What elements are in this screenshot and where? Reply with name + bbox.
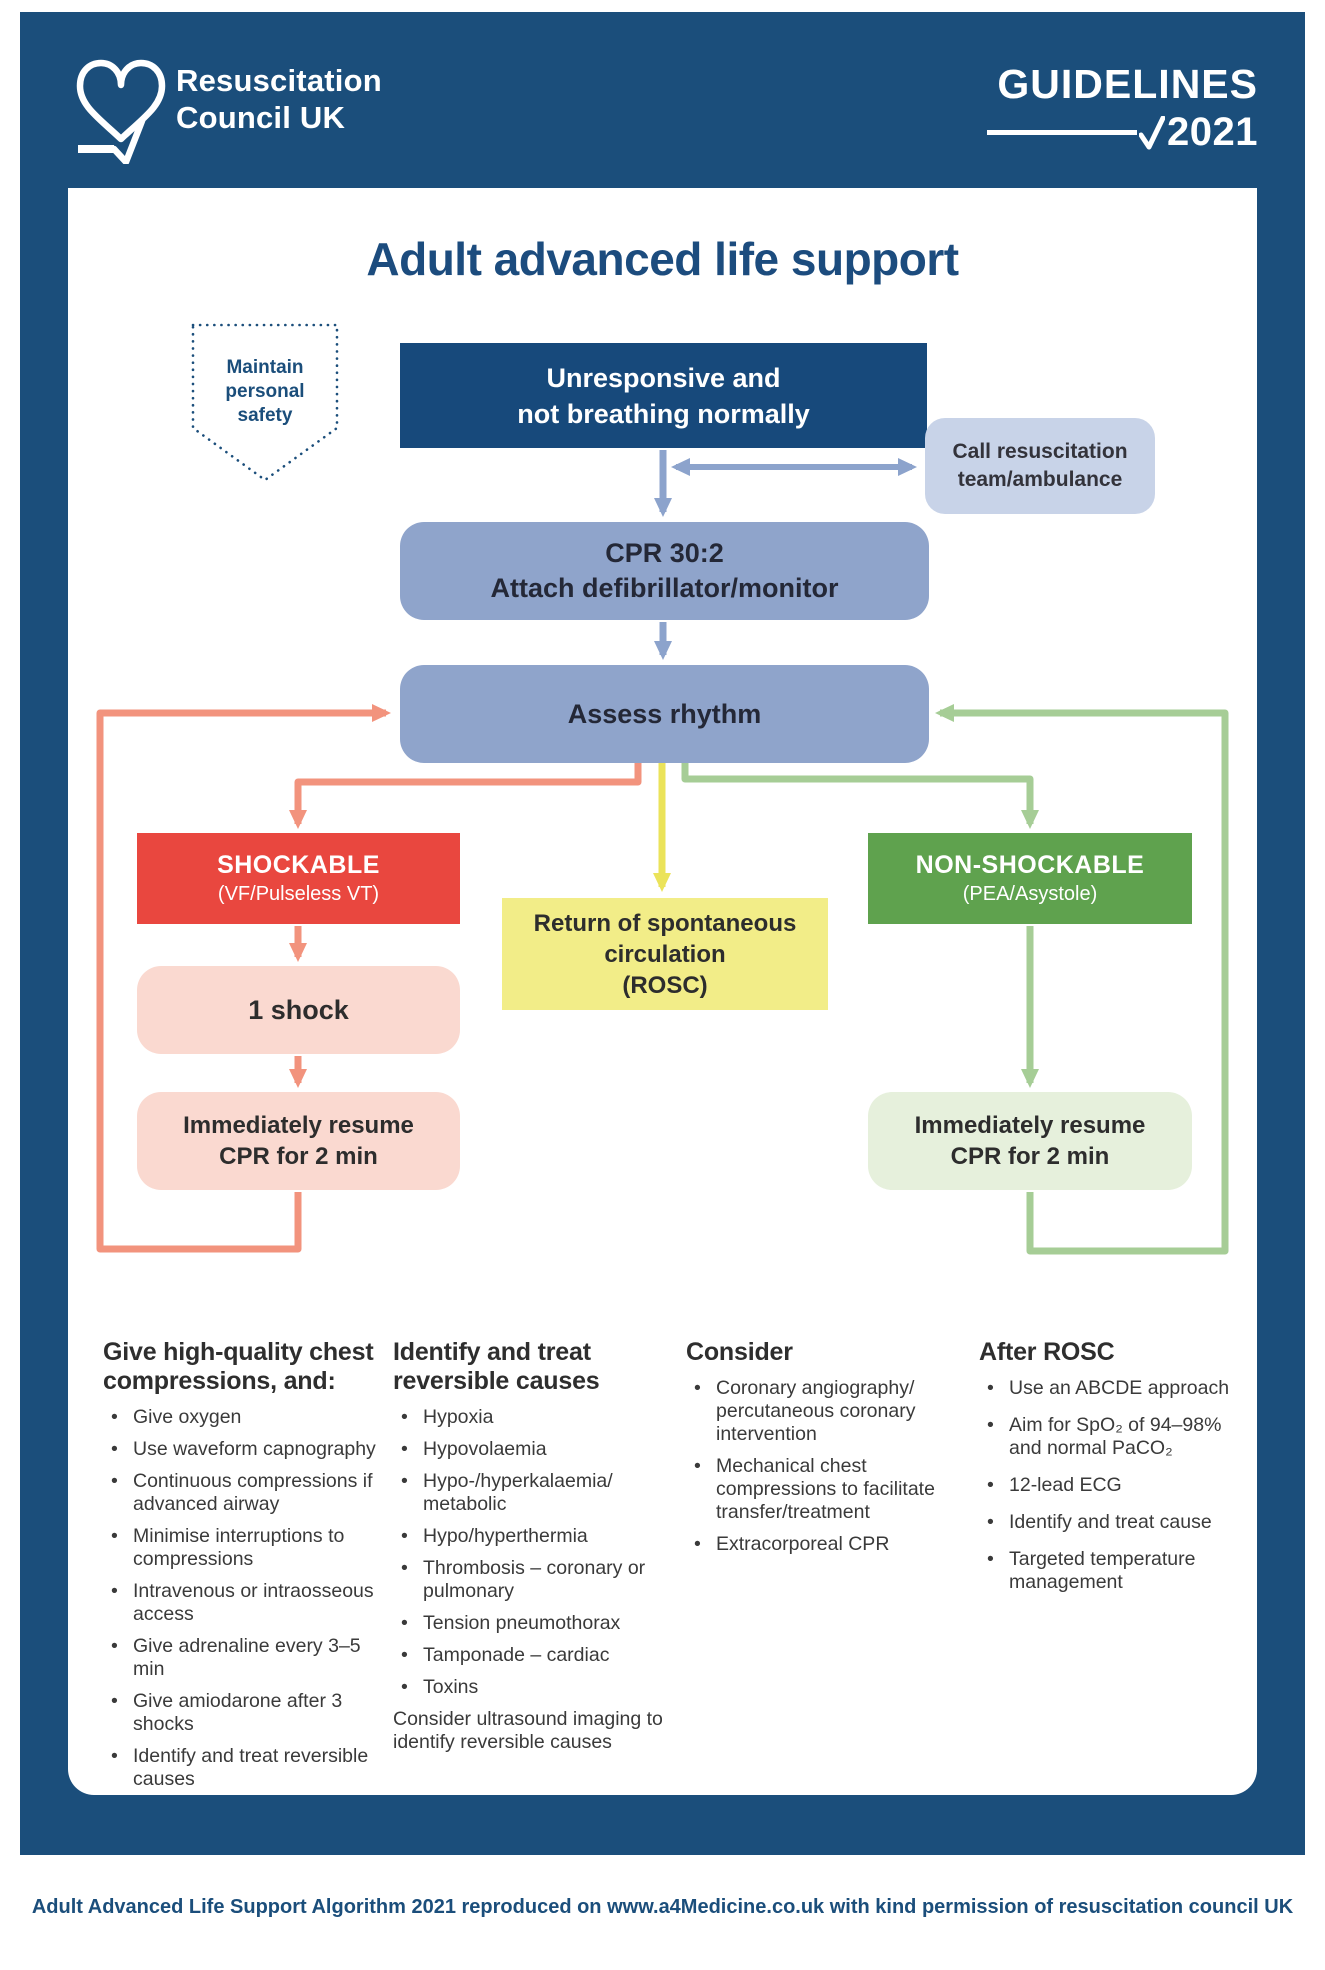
heart-logo-icon [76,59,166,164]
non-shockable-title: NON-SHOCKABLE [915,851,1145,879]
bullet-item: Aim for SpO₂ of 94–98% and normal PaCO₂ [979,1414,1243,1460]
shockable-subtitle: (VF/Pulseless VT) [217,883,380,905]
column-consider: Consider Coronary angiography/ percutane… [686,1338,966,1565]
flow-box-call-team: Call resuscitation team/ambulance [925,418,1155,514]
bullet-item: Tamponade – cardiac [393,1644,679,1667]
check-icon [1139,115,1166,149]
bullet-item: Hypo/hyperthermia [393,1525,679,1548]
column-chest-compressions: Give high-quality chest compressions, an… [103,1338,389,1800]
column-reversible-causes: Identify and treat reversible causes Hyp… [393,1338,679,1754]
bullet-item: Identify and treat reversible causes [103,1745,389,1791]
bullet-item: Give oxygen [103,1406,389,1429]
bullet-item: Give adrenaline every 3–5 min [103,1635,389,1681]
flow-box-cpr: CPR 30:2 Attach defibrillator/monitor [400,522,929,620]
flow-box-non-shockable: NON-SHOCKABLE (PEA/Asystole) [868,833,1192,924]
bullet-item: Coronary angiography/ percutaneous coron… [686,1377,966,1446]
bullet-item: Targeted temperature management [979,1548,1243,1594]
footer-attribution: Adult Advanced Life Support Algorithm 20… [31,1896,1294,1918]
logo-wordmark: Resuscitation Council UK [176,63,382,135]
column-note: Consider ultrasound imaging to identify … [393,1708,663,1753]
bullet-item: Hypoxia [393,1406,679,1429]
flow-box-one-shock: 1 shock [137,966,460,1054]
bullet-list: Coronary angiography/ percutaneous coron… [686,1377,966,1556]
maintain-safety-label: Maintain personal safety [225,357,305,426]
guidelines-line [987,130,1138,135]
shockable-title: SHOCKABLE [217,851,380,879]
bullet-list: Use an ABCDE approachAim for SpO₂ of 94–… [979,1377,1243,1594]
bullet-item: 12-lead ECG [979,1474,1243,1497]
column-heading: After ROSC [979,1338,1115,1366]
guidelines-label: GUIDELINES [997,61,1258,107]
bullet-item: Mechanical chest compressions to facilit… [686,1455,966,1524]
flow-box-resume-cpr-non-shockable: Immediately resume CPR for 2 min [868,1092,1192,1190]
column-heading: Consider [686,1338,793,1366]
column-after-rosc: After ROSC Use an ABCDE approachAim for … [979,1338,1243,1608]
bullet-list: Give oxygenUse waveform capnographyConti… [103,1406,389,1791]
bullet-item: Thrombosis – coronary or pulmonary [393,1557,679,1603]
non-shockable-subtitle: (PEA/Asystole) [962,883,1098,905]
column-heading: Give high-quality chest compressions, an… [103,1338,374,1395]
bullet-item: Continuous compressions if advanced airw… [103,1470,389,1516]
bullet-item: Toxins [393,1676,679,1699]
flow-box-shockable: SHOCKABLE (VF/Pulseless VT) [137,833,460,924]
bullet-item: Minimise interruptions to compressions [103,1525,389,1571]
bullet-item: Use an ABCDE approach [979,1377,1243,1400]
bullet-item: Identify and treat cause [979,1511,1243,1534]
bullet-item: Give amiodarone after 3 shocks [103,1690,389,1736]
bullet-item: Tension pneumothorax [393,1612,679,1635]
bullet-item: Hypo-/hyperkalaemia/ metabolic [393,1470,679,1516]
column-heading: Identify and treat reversible causes [393,1338,600,1395]
maintain-safety-shield: Maintain personal safety [190,322,340,484]
bullet-item: Hypovolaemia [393,1438,679,1461]
bullet-item: Use waveform capnography [103,1438,389,1461]
shield-outline-icon [191,323,339,482]
flow-box-unresponsive: Unresponsive and not breathing normally [400,343,927,448]
guidelines-badge: GUIDELINES 2021 [987,62,1258,155]
guidelines-year: 2021 [1167,110,1258,154]
bullet-list: HypoxiaHypovolaemiaHypo-/hyperkalaemia/ … [393,1406,679,1699]
bullet-item: Extracorporeal CPR [686,1533,966,1556]
flow-box-resume-cpr-shockable: Immediately resume CPR for 2 min [137,1092,460,1190]
bullet-item: Intravenous or intraosseous access [103,1580,389,1626]
flow-box-rosc: Return of spontaneous circulation (ROSC) [502,898,828,1010]
page-title: Adult advanced life support [366,233,959,285]
flow-box-assess-rhythm: Assess rhythm [400,665,929,763]
